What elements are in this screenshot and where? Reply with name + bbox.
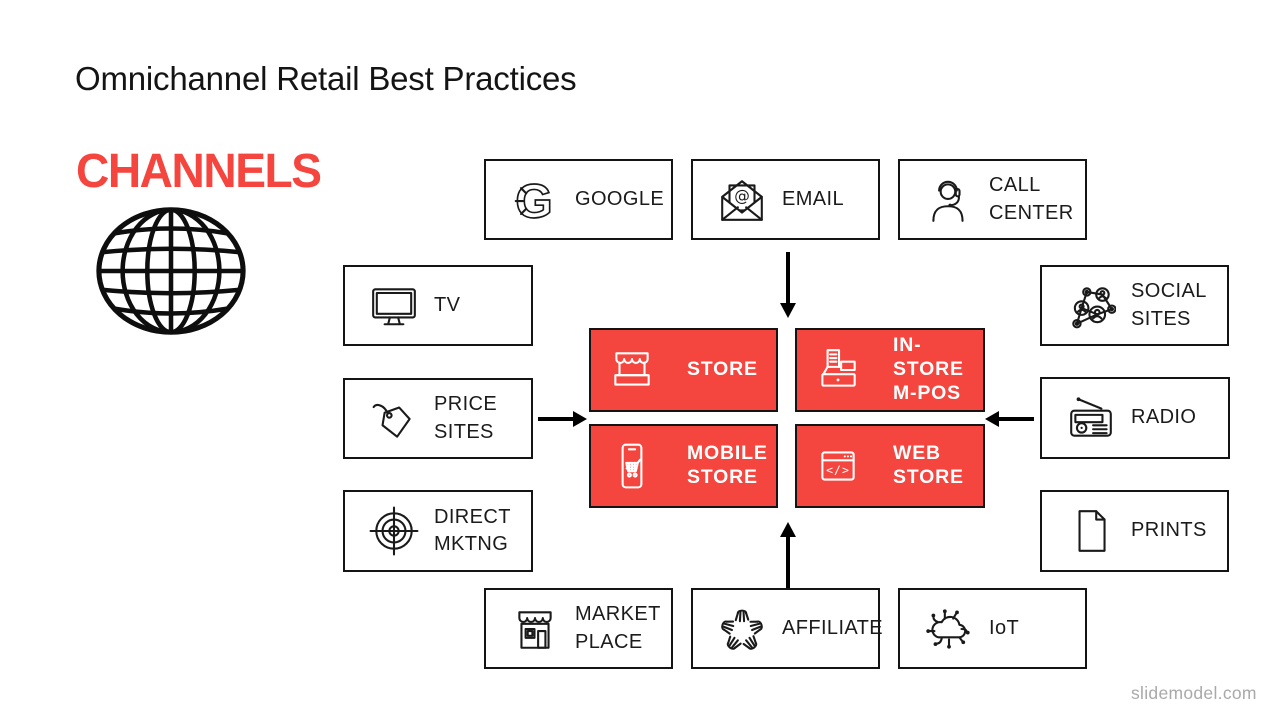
channel-box-iot: IoT <box>898 588 1087 669</box>
svg-text:@: @ <box>734 187 750 205</box>
arrow-affiliate-to-core <box>780 522 796 588</box>
arrow-email-to-core <box>780 252 796 318</box>
channel-label: IoT <box>989 616 1020 639</box>
social-network-icon <box>1063 281 1119 331</box>
storefront-icon <box>507 604 563 654</box>
channel-box-direct-mktng: DIRECT MKTNG <box>343 490 533 572</box>
web-code-icon: </> <box>810 441 866 491</box>
market-stall-icon <box>604 345 660 395</box>
channel-box-price-sites: PRICE SITES <box>343 378 533 459</box>
iot-cloud-icon <box>921 604 977 654</box>
channel-label: EMAIL <box>782 187 845 210</box>
channel-label: TV <box>434 293 461 316</box>
radio-icon <box>1063 393 1119 443</box>
core-box-mobile-store: MOBILE STORE <box>589 424 778 508</box>
core-label: STORE <box>687 358 758 381</box>
channel-label: PRICE SITES <box>434 393 498 443</box>
email-icon: @ <box>714 175 770 225</box>
channel-label: PRINTS <box>1131 519 1207 542</box>
page-title: Omnichannel Retail Best Practices <box>75 60 577 97</box>
headset-agent-icon <box>921 175 977 225</box>
core-box-store: STORE <box>589 328 778 412</box>
watermark: slidemodel.com <box>1131 683 1257 703</box>
hands-together-icon <box>714 604 770 654</box>
channels-heading: CHANNELS <box>76 145 322 198</box>
cash-register-icon <box>810 345 866 395</box>
channel-box-prints: PRINTS <box>1040 490 1229 572</box>
channel-label: SOCIAL SITES <box>1131 280 1207 330</box>
channel-label: DIRECT MKTNG <box>434 505 511 555</box>
core-label: MOBILE STORE <box>687 442 768 488</box>
globe-icon <box>96 207 246 335</box>
channel-box-market-place: MARKET PLACE <box>484 588 673 669</box>
target-icon <box>366 506 422 556</box>
core-box-in-store-mpos: IN- STORE M-POS <box>795 328 985 412</box>
channel-label: RADIO <box>1131 406 1197 429</box>
channel-label: GOOGLE <box>575 187 665 210</box>
price-tag-icon <box>366 394 422 444</box>
core-box-web-store: </> WEB STORE <box>795 424 985 508</box>
channel-box-email: @ EMAIL <box>691 159 880 240</box>
channel-box-affiliate: AFFILIATE <box>691 588 884 669</box>
channel-box-google: G GOOGLE <box>484 159 673 240</box>
google-icon: G <box>507 175 563 225</box>
arrow-price-sites-to-core <box>538 411 587 427</box>
channel-box-call-center: CALL CENTER <box>898 159 1087 240</box>
svg-text:</>: </> <box>826 463 850 477</box>
channel-box-social-sites: SOCIAL SITES <box>1040 265 1229 346</box>
arrow-radio-to-core <box>985 411 1034 427</box>
channel-box-tv: TV <box>343 265 533 346</box>
document-icon <box>1063 506 1119 556</box>
channel-label: AFFILIATE <box>782 616 884 639</box>
core-label: WEB STORE <box>893 442 964 488</box>
mobile-cart-icon <box>604 441 660 491</box>
channel-label: MARKET PLACE <box>575 603 661 653</box>
channel-label: CALL CENTER <box>989 174 1074 224</box>
core-label: IN- STORE M-POS <box>893 334 964 404</box>
tv-icon <box>366 281 422 331</box>
channel-box-radio: RADIO <box>1040 377 1230 459</box>
